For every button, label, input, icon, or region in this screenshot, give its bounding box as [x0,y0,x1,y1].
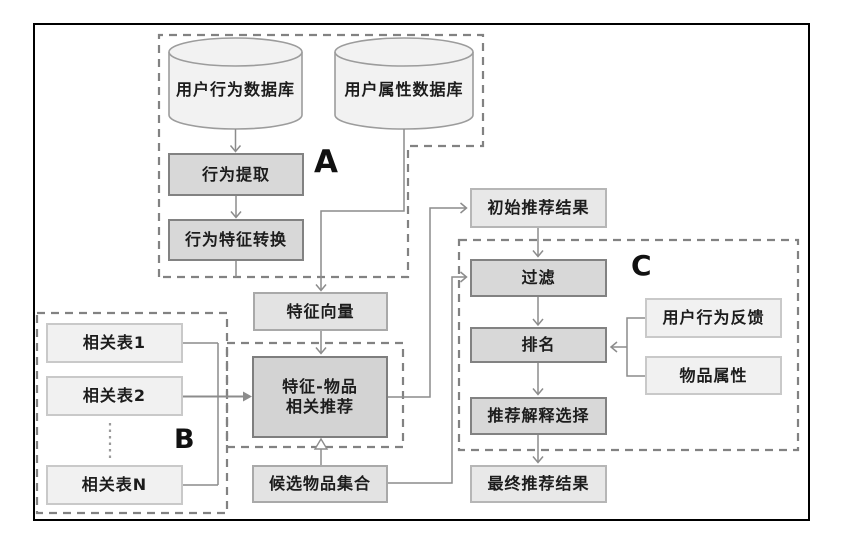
node-label: 相关表2 [82,386,147,405]
node-final-recommendation-results: 最终推荐结果 [470,465,607,503]
arrow-candidate-to-filter [388,276,466,484]
node-candidate-item-set: 候选物品集合 [252,465,388,503]
node-ranking: 排名 [470,327,607,363]
node-related-table-1: 相关表1 [46,323,183,363]
node-label: 物品属性 [679,365,748,385]
node-user-behavior-feedback: 用户行为反馈 [645,298,782,338]
node-feature-item-recommendation: 特征-物品 相关推荐 [252,356,388,438]
node-label: 相关表1 [82,333,147,352]
node-label: 用户属性数据库 [344,80,464,99]
group-c-dashed-outline [457,238,800,452]
node-label-line1: 特征-物品 [282,377,358,396]
node-label: 推荐解释选择 [487,406,590,425]
group-a-dashed-outline [157,33,485,279]
node-user-behavior-db: 用户行为数据库 [168,73,303,103]
node-user-attribute-db: 用户属性数据库 [335,73,473,103]
node-label-line2: 相关推荐 [285,397,354,416]
node-behavior-extraction: 行为提取 [168,153,304,196]
line-tables-merge [183,342,219,486]
node-feature-vector: 特征向量 [253,292,388,331]
node-label: 过滤 [521,268,556,287]
user-behavior-db-cylinder [168,52,303,130]
line-feedback-attr-merge [626,317,645,377]
arrow-featureitem-to-initial [388,207,466,398]
node-label: 用户行为反馈 [662,308,765,327]
arrow-attributedb-to-featurevector [320,129,405,290]
node-label: 排名 [521,335,556,354]
user-behavior-db-cylinder-top [168,37,303,67]
hollow-arrowhead [313,437,329,450]
node-behavior-feature-conversion: 行为特征转换 [168,219,304,261]
node-label: 行为提取 [201,164,270,184]
node-label: 相关表N [81,475,148,494]
node-related-table-2: 相关表2 [46,376,183,416]
user-attribute-db-cylinder-top [334,37,474,67]
node-initial-recommendation-results: 初始推荐结果 [470,188,607,228]
filled-arrowhead [243,391,252,402]
group-b-label: B [174,424,195,455]
node-label: 特征向量 [286,301,355,321]
node-explanation-selection: 推荐解释选择 [470,397,607,435]
node-label: 初始推荐结果 [487,198,590,217]
group-c-label: C [631,249,652,282]
node-item-attributes: 物品属性 [645,356,782,395]
group-a-label: A [314,144,338,180]
node-label: 行为特征转换 [184,230,287,249]
group-b-dashed-outline [35,311,229,515]
node-related-table-n: 相关表N [46,465,183,505]
node-filter: 过滤 [470,259,607,297]
node-label: 最终推荐结果 [487,474,590,493]
node-label: 用户行为数据库 [175,80,295,99]
feature-item-dashed-outline [225,341,405,449]
node-label: 候选物品集合 [268,474,371,493]
outer-frame [33,23,810,521]
